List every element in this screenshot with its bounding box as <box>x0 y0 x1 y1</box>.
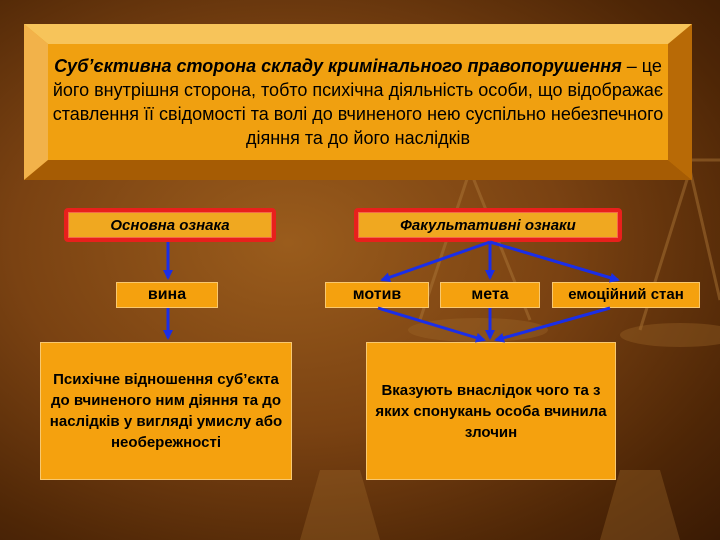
optional-description-box: Вказують внаслідок чого та з яких спонук… <box>366 342 616 480</box>
definition-text: Суб’єктивна сторона складу кримінального… <box>48 44 668 160</box>
definition-box-bevel <box>24 24 692 180</box>
emotional-state-label: емоційний стан <box>552 282 700 308</box>
goal-label: мета <box>440 282 540 308</box>
main-feature-header: Основна ознака <box>64 208 276 242</box>
definition-box: Суб’єктивна сторона складу кримінального… <box>24 24 692 180</box>
guilt-description-box: Психічне відношення суб’єкта до вчиненог… <box>40 342 292 480</box>
optional-features-header: Факультативні ознаки <box>354 208 622 242</box>
definition-body: – це його внутрішня сторона, тобто психі… <box>52 56 664 148</box>
definition-term: Суб’єктивна сторона складу кримінального… <box>54 56 622 76</box>
guilt-label: вина <box>116 282 218 308</box>
motive-label: мотив <box>325 282 429 308</box>
